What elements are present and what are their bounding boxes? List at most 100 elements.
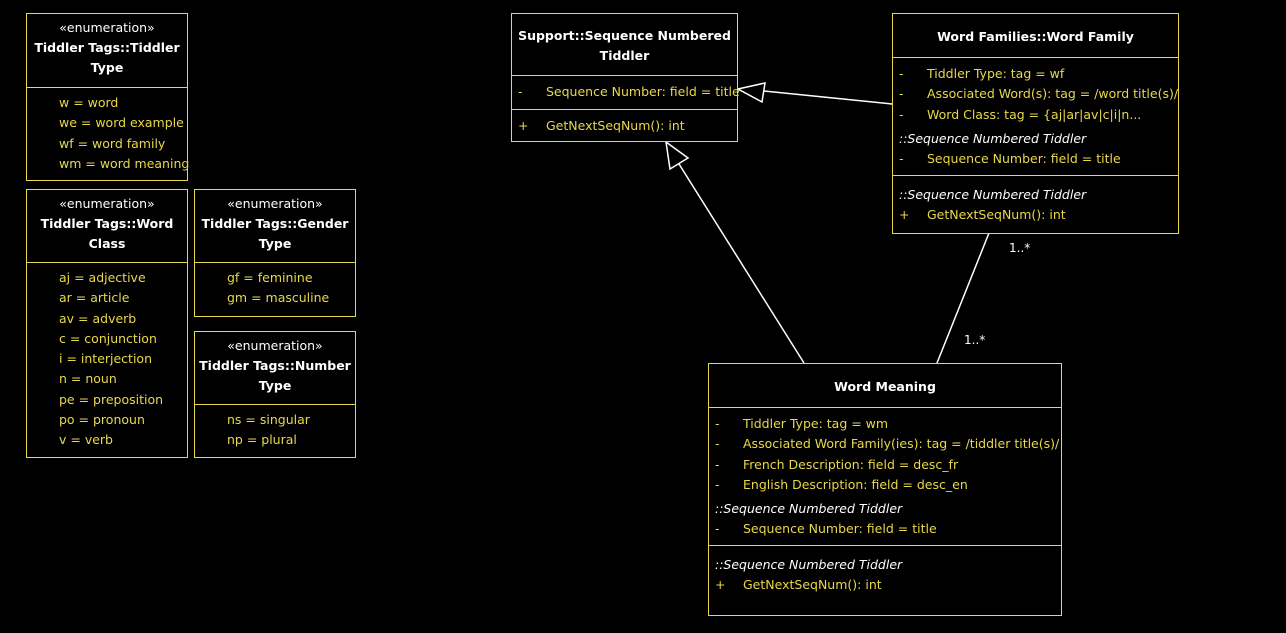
enum-literal: av = adverb (59, 310, 137, 326)
enum-literal: np = plural (227, 432, 297, 448)
visibility-private: - (715, 476, 720, 492)
class-name-cont: Tiddler (599, 48, 650, 63)
enum-name-cont: Type (90, 60, 124, 75)
inherited-attribute-row: - Sequence Number: field = title (893, 149, 1178, 169)
operation-text: GetNextSeqNum(): int (927, 207, 1066, 223)
enum-literal: pe = preposition (59, 391, 164, 407)
class-word-meaning[interactable]: Word Meaning - Tiddler Type: tag = wm - … (708, 363, 1062, 616)
enum-literal: c = conjunction (59, 330, 157, 346)
operation-row: + GetNextSeqNum(): int (512, 116, 737, 136)
enum-name-cont: Class (88, 236, 126, 251)
inherited-attribute-row: - Sequence Number: field = title (709, 519, 1061, 539)
enum-header: «enumeration» Tiddler Tags::Number Type (195, 332, 355, 404)
attribute-text: Tiddler Type: tag = wf (927, 66, 1065, 81)
enum-header: «enumeration» Tiddler Tags::Word Class (27, 190, 187, 262)
class-header: Support::Sequence Numbered Tiddler (512, 14, 737, 75)
stereotype-label: «enumeration» (59, 20, 155, 35)
operation-text: GetNextSeqNum(): int (743, 577, 882, 593)
class-name: Support::Sequence Numbered (518, 28, 731, 43)
class-header: Word Meaning (709, 364, 1061, 407)
visibility-private: - (899, 86, 904, 102)
enum-literal: po = pronoun (59, 412, 145, 428)
enum-literal: n = noun (59, 371, 117, 387)
visibility-private: - (715, 456, 720, 472)
stereotype-label: «enumeration» (59, 196, 155, 211)
enum-word-class[interactable]: «enumeration» Tiddler Tags::Word Class a… (26, 189, 188, 458)
attribute-text: Associated Word Family(ies): tag = /tidd… (743, 436, 1060, 452)
association-line[interactable] (936, 232, 990, 364)
visibility-public: + (518, 118, 529, 133)
operations-compartment: ::Sequence Numbered Tiddler + GetNextSeq… (709, 545, 1061, 596)
visibility-public: + (715, 577, 726, 593)
inherited-operations-label: ::Sequence Numbered Tiddler (899, 187, 1087, 202)
inherited-operations-label: ::Sequence Numbered Tiddler (715, 557, 903, 572)
generalization-arrowhead-icon (664, 140, 690, 171)
enum-literal: wm = word meaning (59, 155, 190, 171)
attribute-text: Sequence Number: field = title (743, 521, 937, 537)
enum-tiddler-type[interactable]: «enumeration» Tiddler Tags::Tiddler Type… (26, 13, 190, 181)
attribute-row: - Associated Word(s): tag = /word title(… (893, 84, 1178, 104)
attribute-text: Sequence Number: field = title (546, 84, 740, 99)
class-header: Word Families::Word Family (893, 14, 1178, 57)
operation-text: GetNextSeqNum(): int (546, 118, 685, 133)
generalization-wordmeaning-line[interactable] (678, 163, 805, 364)
enum-literal: aj = adjective (59, 270, 146, 285)
attribute-text: Word Class: tag = {aj|ar|av|c|i|n... (927, 106, 1142, 122)
inherited-operation-row: + GetNextSeqNum(): int (709, 575, 1061, 595)
attribute-row: - Tiddler Type: tag = wm (709, 414, 1061, 434)
attribute-row: - Tiddler Type: tag = wf (893, 64, 1178, 84)
enum-number-type[interactable]: «enumeration» Tiddler Tags::Number Type … (194, 331, 356, 458)
attribute-text: Associated Word(s): tag = /word title(s)… (927, 86, 1179, 102)
attribute-row: - Word Class: tag = {aj|ar|av|c|i|n... (893, 105, 1178, 125)
enum-header: «enumeration» Tiddler Tags::Gender Type (195, 190, 355, 262)
visibility-public: + (899, 207, 910, 223)
attribute-row: - English Description: field = desc_en (709, 475, 1061, 495)
attributes-compartment: - Tiddler Type: tag = wm - Associated Wo… (709, 407, 1061, 545)
multiplicity-wordfamily-end: 1..* (1009, 241, 1031, 255)
enum-name-cont: Type (258, 236, 292, 251)
enum-literal: w = word (59, 95, 119, 110)
class-name: Word Families::Word Family (937, 29, 1134, 44)
class-word-family[interactable]: Word Families::Word Family - Tiddler Typ… (892, 13, 1179, 234)
enum-gender-type[interactable]: «enumeration» Tiddler Tags::Gender Type … (194, 189, 356, 317)
enum-name: Tiddler Tags::Word (40, 216, 174, 231)
enum-name: Tiddler Tags::Gender (201, 216, 349, 231)
visibility-private: - (899, 106, 904, 122)
operations-compartment: ::Sequence Numbered Tiddler + GetNextSeq… (893, 175, 1178, 226)
enum-header: «enumeration» Tiddler Tags::Tiddler Type (27, 14, 187, 87)
visibility-private: - (715, 521, 720, 537)
stereotype-label: «enumeration» (227, 196, 323, 211)
attribute-text: French Description: field = desc_fr (743, 456, 959, 472)
inherited-operation-row: + GetNextSeqNum(): int (893, 205, 1178, 225)
enum-literals: gf = feminine gm = masculine (195, 262, 355, 309)
attribute-row: - French Description: field = desc_fr (709, 455, 1061, 475)
visibility-private: - (715, 436, 720, 452)
attribute-row: - Sequence Number: field = title (512, 82, 740, 102)
attribute-text: Sequence Number: field = title (927, 151, 1121, 167)
enum-name: Tiddler Tags::Tiddler (34, 40, 180, 55)
enum-literal: gm = masculine (227, 290, 330, 306)
enum-literals: aj = adjective ar = article av = adverb … (27, 262, 187, 451)
class-sequence-numbered-tiddler[interactable]: Support::Sequence Numbered Tiddler - Seq… (511, 13, 740, 142)
visibility-private: - (899, 66, 904, 81)
enum-name: Tiddler Tags::Number (199, 358, 351, 373)
enum-literal: wf = word family (59, 135, 166, 151)
multiplicity-wordmeaning-end: 1..* (964, 333, 986, 347)
stereotype-label: «enumeration» (227, 338, 323, 353)
enum-literals: w = word we = word example wf = word fam… (27, 87, 190, 174)
attributes-compartment: - Sequence Number: field = title (512, 75, 740, 109)
enum-literals: ns = singular np = plural (195, 404, 355, 451)
enum-literal: we = word example (59, 115, 184, 131)
attributes-compartment: - Tiddler Type: tag = wf - Associated Wo… (893, 57, 1178, 175)
enum-literal: ar = article (59, 290, 130, 306)
inherited-attributes-label: ::Sequence Numbered Tiddler (899, 130, 1087, 146)
operations-compartment: + GetNextSeqNum(): int (512, 109, 737, 136)
generalization-arrowhead-icon (735, 82, 766, 104)
attribute-row: - Associated Word Family(ies): tag = /ti… (709, 434, 1061, 454)
generalization-wordfamily-line[interactable] (763, 90, 893, 105)
class-name: Word Meaning (834, 379, 936, 394)
attribute-text: English Description: field = desc_en (743, 476, 968, 492)
enum-name-cont: Type (258, 378, 292, 393)
enum-literal: gf = feminine (227, 270, 313, 285)
